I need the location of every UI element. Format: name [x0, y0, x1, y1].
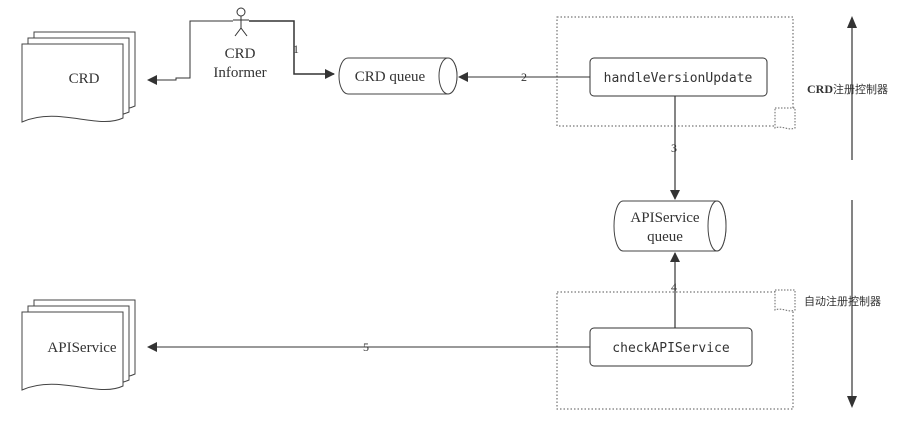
actor-label-line2: Informer: [213, 65, 266, 81]
handle-version-update-label: handleVersionUpdate: [604, 71, 753, 86]
apiservice-document-stack: APIService: [21, 299, 136, 391]
crd-controller-label-suffix: 注册控制器: [833, 82, 888, 96]
auto-controller-group: [556, 291, 794, 410]
edge-1-label: 1: [293, 42, 299, 56]
document-icon: [774, 289, 796, 312]
apiservice-queue-label-line2: queue: [647, 229, 683, 245]
crd-controller-label: CRD注册控制器: [807, 82, 888, 96]
check-apiservice-label: checkAPIService: [612, 341, 730, 356]
edge-informer-to-crd: [147, 20, 233, 85]
crd-controller-span-arrow: [847, 16, 857, 160]
edge-2-label: 2: [521, 70, 527, 84]
edge-3-label: 3: [671, 141, 677, 155]
apiservice-document-label: APIService: [47, 340, 116, 356]
edge-4-label: 4: [671, 280, 677, 294]
crd-queue-cylinder: CRD queue: [338, 57, 458, 95]
auto-controller-span-arrow: [847, 200, 857, 408]
auto-controller-label: 自动注册控制器: [804, 294, 881, 308]
crd-document-label: CRD: [69, 71, 100, 87]
apiservice-queue-label-line1: APIService: [630, 210, 699, 226]
actor-label-line1: CRD: [225, 46, 256, 62]
crd-informer-actor: [233, 7, 249, 37]
crd-document-stack: CRD: [21, 31, 136, 123]
crd-controller-label-bold: CRD: [807, 82, 833, 96]
edge-1-informer-to-crd-queue: [249, 20, 335, 79]
crd-queue-label: CRD queue: [355, 69, 426, 85]
edge-5-label: 5: [363, 340, 369, 354]
apiservice-queue-cylinder: APIService queue: [613, 200, 727, 252]
document-icon: [774, 107, 796, 130]
